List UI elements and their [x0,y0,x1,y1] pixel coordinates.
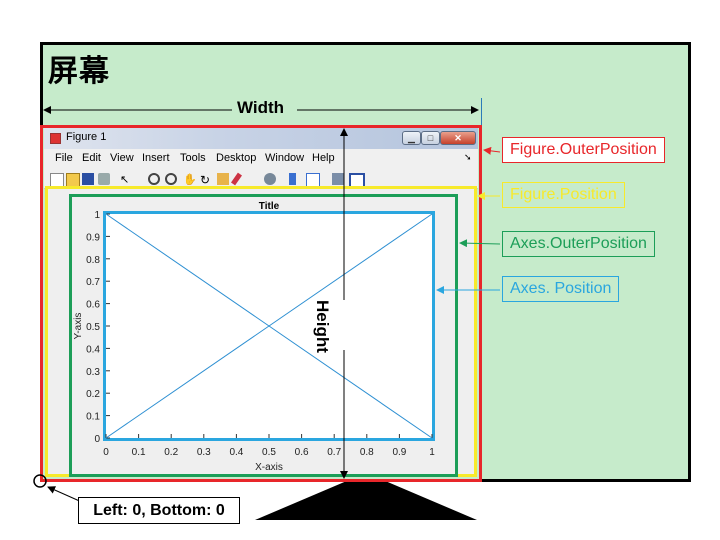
menu-desktop[interactable]: Desktop [216,152,257,164]
matlab-figure-icon [50,133,61,144]
width-label: Width [237,98,285,117]
y-tick-label: 0.6 [86,300,100,311]
link-icon[interactable] [264,173,276,185]
y-axis-label: Y-axis [73,313,84,340]
y-tick-label: 0.7 [86,277,100,288]
x-tick-label: 0.2 [164,447,178,458]
menu-window[interactable]: Window [265,152,305,164]
origin-circle [33,474,47,488]
close-button[interactable]: ✕ [440,131,476,145]
x-tick-label: 0.4 [229,447,243,458]
y-tick-label: 0.8 [86,255,100,266]
figure-title: Figure 1 [66,131,107,143]
print-icon[interactable] [98,173,110,185]
height-label: Height [313,300,332,353]
y-tick-label: 0.3 [86,367,100,378]
width-right-tick [481,98,482,130]
plot-line [105,213,433,439]
figure-titlebar [44,128,478,149]
x-tick-label: 1 [429,447,435,458]
pan-icon[interactable]: ✋ [183,174,197,186]
rotate-icon[interactable]: ↻ [200,173,211,187]
figure-menubar: File Edit View Insert Tools Desktop Wind… [44,149,478,169]
x-tick-label: 0.6 [295,447,309,458]
figure-outer-position-box [40,125,482,482]
axes-outer-position-arrow [459,239,501,248]
x-tick-label: 0.8 [360,447,374,458]
screen-title: 屏幕 [48,55,110,88]
x-tick-label: 0.7 [327,447,341,458]
menu-view[interactable]: View [110,152,134,164]
plot-title: Title [259,201,280,212]
menu-edit[interactable]: Edit [82,152,101,164]
figure-outer-position-arrow [483,146,501,155]
save-icon[interactable] [82,173,94,185]
y-tick-label: 0.1 [86,412,100,423]
maximize-button[interactable]: □ [421,131,440,145]
zoom-in-icon[interactable] [148,173,160,185]
colorbar-icon[interactable] [289,173,296,185]
x-tick-label: 0 [103,447,109,458]
x-tick-label: 0.5 [262,447,276,458]
y-tick-label: 0.5 [86,322,100,333]
callout-figure-outer-position: Figure.OuterPosition [502,137,665,163]
menu-help[interactable]: Help [312,152,335,164]
origin-label: Left: 0, Bottom: 0 [78,497,240,524]
callout-axes-position: Axes. Position [502,276,620,302]
x-axis-label: X-axis [255,462,283,473]
y-tick-label: 0.4 [86,344,100,355]
data-cursor-icon[interactable] [217,173,229,185]
y-tick-label: 0 [94,434,100,445]
x-tick-label: 0.9 [392,447,406,458]
menu-tools[interactable]: Tools [180,152,206,164]
minimize-button[interactable]: ▁ [402,131,421,145]
menu-insert[interactable]: Insert [142,152,170,164]
callout-axes-outer-position: Axes.OuterPosition [502,231,655,257]
y-tick-label: 0.2 [86,389,100,400]
axes-outer-position-box [69,194,458,477]
menubar-overflow-icon[interactable]: ➘ [464,152,472,162]
y-tick-label: 0.9 [86,232,100,243]
x-tick-label: 0.3 [197,447,211,458]
hide-tools-icon[interactable] [332,173,344,185]
zoom-out-icon[interactable] [165,173,177,185]
x-tick-label: 0.1 [132,447,146,458]
monitor-stand [255,480,477,520]
pointer-icon[interactable]: ↖ [120,174,130,186]
y-tick-label: 1 [94,210,100,221]
menu-file[interactable]: File [55,152,73,164]
callout-figure-position: Figure.Position [502,182,625,208]
